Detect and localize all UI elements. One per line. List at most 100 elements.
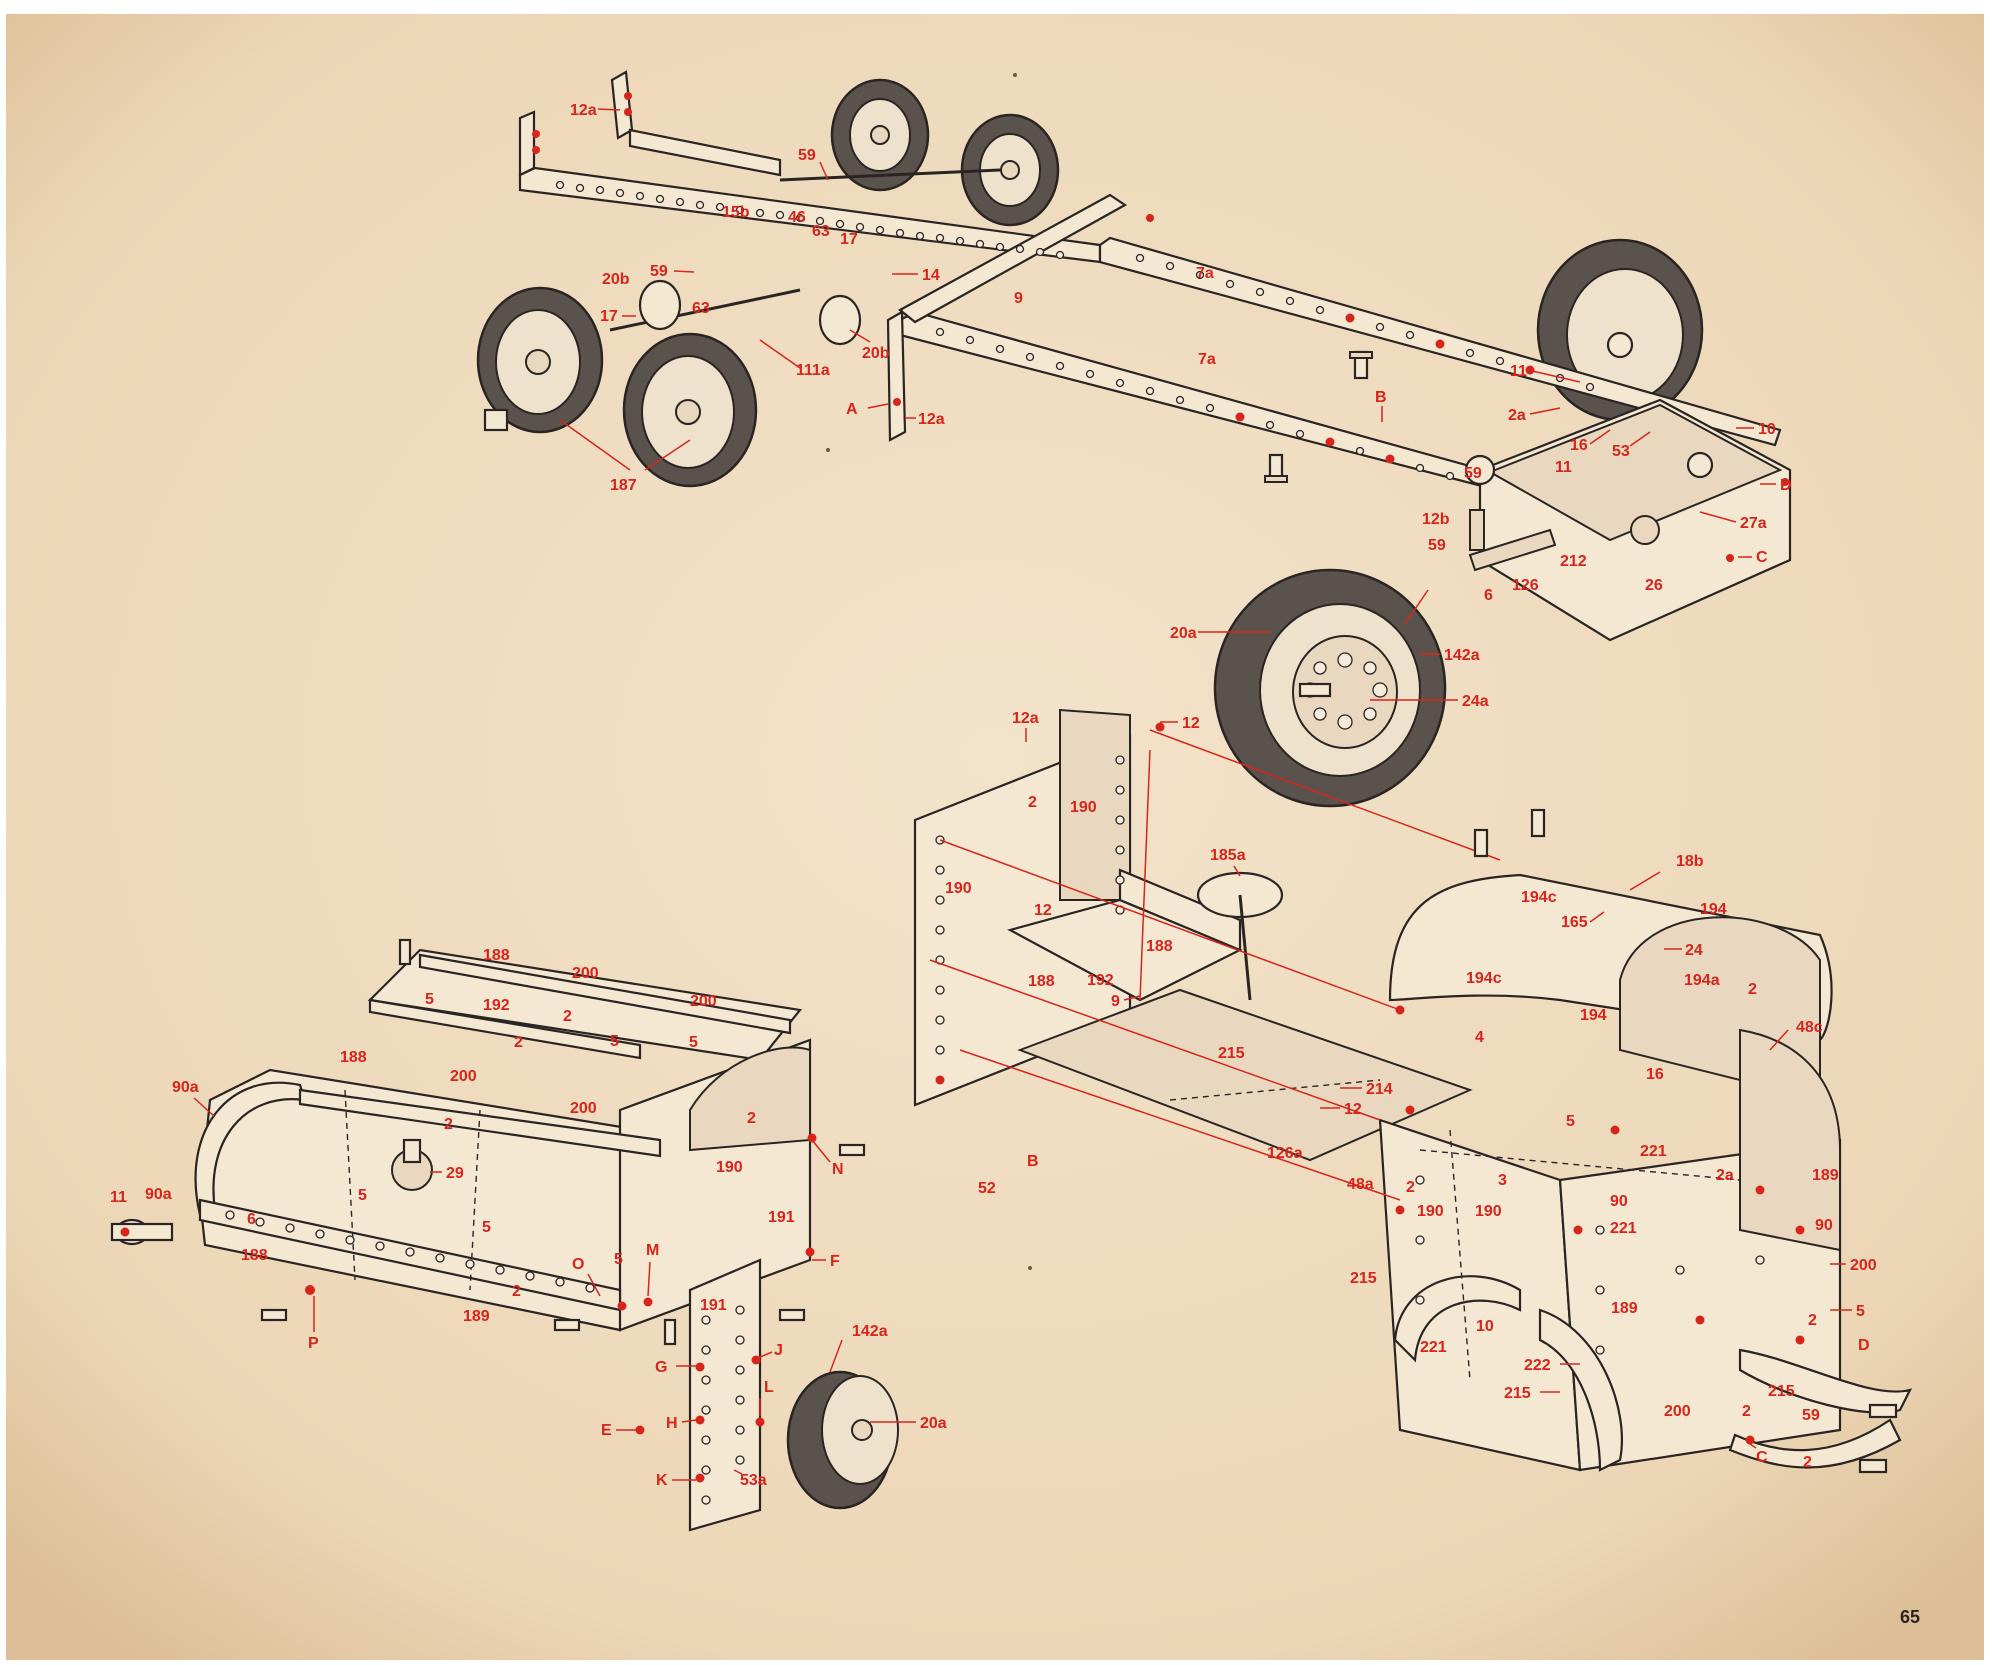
lbl-body-36: E — [601, 1422, 612, 1439]
lbl-cab-0: 12a — [1012, 710, 1039, 727]
lbl-cab-40: 90 — [1815, 1217, 1833, 1234]
curved-strip-90a — [194, 1081, 307, 1217]
upright-left — [518, 110, 536, 177]
lbl-chassis-22: 16 — [1570, 437, 1588, 454]
mudguard-front — [1538, 1308, 1623, 1472]
lbl-chassis-13: 111a — [796, 362, 830, 379]
chassis-assembly — [476, 70, 1792, 642]
lbl-chassis-7: 7a — [1196, 265, 1214, 282]
lbl-body-41: 53a — [740, 1472, 767, 1489]
lbl-cab-15: 9 — [1111, 993, 1120, 1010]
lbl-body-4: 200 — [690, 993, 717, 1010]
steering-gear — [1464, 331, 1714, 572]
lbl-chassis-3: 46 — [788, 209, 806, 226]
body-holes — [120, 1133, 817, 1505]
lbl-chassis-18: 187 — [610, 477, 637, 494]
lbl-chassis-12: 17 — [600, 308, 618, 325]
lbl-cab-13: 188 — [1028, 973, 1055, 990]
lbl-body-12: 90a — [172, 1079, 199, 1096]
lbl-cab-17: 194a — [1684, 972, 1720, 989]
lbl-body-37: H — [666, 1415, 678, 1432]
lbl-cab-36: 90 — [1610, 1193, 1628, 1210]
lbl-cab-53: 59 — [1802, 1407, 1820, 1424]
lbl-chassis-27: 59 — [1428, 537, 1446, 554]
lbl-chassis-33: 27a — [1740, 515, 1767, 532]
lbl-chassis-17: 12a — [918, 411, 945, 428]
rear-wheel-upper-right — [960, 113, 1060, 227]
angle-bracket-12a-front — [886, 310, 907, 442]
lbl-body-2: 5 — [425, 991, 434, 1008]
lbl-chassis-16: A — [846, 401, 858, 418]
lbl-cab-7: 18b — [1676, 853, 1704, 870]
lbl-cab-37: 221 — [1610, 1220, 1637, 1237]
lbl-cab-39: 189 — [1812, 1167, 1839, 1184]
lbl-body-32: 191 — [700, 1297, 727, 1314]
lbl-body-33: G — [655, 1359, 667, 1376]
lbl-cab-33: 3 — [1498, 1172, 1507, 1189]
lbl-body-27: 5 — [614, 1251, 623, 1268]
lbl-body-25: O — [572, 1256, 584, 1273]
lbl-chassis-34: D — [1780, 477, 1792, 494]
rear-wheel-upper-left — [830, 78, 930, 192]
chassis-callouts: 12a 59 15b 46 63 17 14 7a 9 20b 59 63 17… — [559, 102, 1792, 604]
lbl-body-10: 2 — [514, 1034, 523, 1051]
lbl-cab-19: 194 — [1580, 1007, 1607, 1024]
lbl-body-0: 188 — [483, 947, 510, 964]
lbl-cab-55: C — [1756, 1449, 1768, 1466]
lbl-cab-22: 16 — [1646, 1066, 1664, 1083]
lbl-cab-11: 24 — [1685, 942, 1703, 959]
lbl-wheel-1: 142a — [1444, 647, 1480, 664]
strip-rear — [628, 128, 782, 177]
lbl-chassis-23: 53 — [1612, 443, 1630, 460]
lbl-cab-20: 48c — [1796, 1019, 1823, 1036]
small-wheel — [786, 1370, 899, 1510]
front-bumper — [1738, 1348, 1913, 1414]
lbl-chassis-11: 63 — [692, 300, 710, 317]
lbl-body-30: 2 — [512, 1283, 521, 1300]
lbl-cab-48: 200 — [1664, 1403, 1691, 1420]
lbl-cab-9: 165 — [1561, 914, 1588, 931]
lbl-cab-41: 200 — [1850, 1257, 1877, 1274]
lbl-chassis-30: 212 — [1560, 553, 1587, 570]
lbl-cab-27: 221 — [1640, 1143, 1667, 1160]
page-number: 65 — [1900, 1607, 1920, 1627]
lbl-cab-24: 214 — [1366, 1081, 1393, 1098]
lbl-chassis-8: 9 — [1014, 290, 1023, 307]
spare-wheel — [1213, 568, 1447, 808]
lbl-wheel-0: 20a — [1170, 625, 1197, 642]
lbl-cab-46: 222 — [1524, 1357, 1551, 1374]
lbl-chassis-25: 59 — [1464, 465, 1482, 482]
lbl-body-28: F — [830, 1253, 840, 1270]
lbl-chassis-26: 12b — [1422, 511, 1450, 528]
lbl-cab-54: 2 — [1742, 1403, 1751, 1420]
lbl-chassis-31: 26 — [1645, 577, 1663, 594]
lbl-cab-26: 5 — [1566, 1113, 1575, 1130]
lbl-chassis-4: 63 — [812, 223, 830, 240]
front-crossmember-top — [1487, 403, 1783, 542]
lbl-chassis-2: 15b — [722, 204, 750, 221]
lbl-chassis-32: C — [1756, 549, 1768, 566]
lbl-body-8: 200 — [450, 1068, 477, 1085]
lbl-cab-14: 192 — [1087, 972, 1114, 989]
body-callouts: 188 200 5 192 200 2 5 188 200 5 2 200 90… — [110, 947, 947, 1489]
lbl-chassis-10: 59 — [650, 263, 668, 280]
lbl-body-9: 5 — [689, 1034, 698, 1051]
lbl-cab-50: 2 — [1808, 1312, 1817, 1329]
lbl-body-18: 6 — [247, 1211, 256, 1228]
lbl-cab-3: 190 — [1070, 799, 1097, 816]
rail-holes — [532, 92, 1789, 562]
cab-assembly — [913, 708, 1913, 1474]
lbl-chassis-21: 2a — [1508, 407, 1526, 424]
lbl-body-23: 188 — [241, 1247, 268, 1264]
lbl-chassis-0: 12a — [570, 102, 597, 119]
lbl-cab-1: 12 — [1182, 715, 1200, 732]
lbl-body-3: 192 — [483, 997, 510, 1014]
lbl-cab-10: 194 — [1700, 901, 1727, 918]
lbl-body-26: M — [646, 1242, 659, 1259]
cross-strip-9 — [898, 193, 1128, 324]
lbl-cab-43: 10 — [1476, 1318, 1494, 1335]
lbl-body-40: K — [656, 1472, 668, 1489]
lbl-cab-51: D — [1858, 1337, 1870, 1354]
lbl-cab-2: 2 — [1028, 794, 1037, 811]
